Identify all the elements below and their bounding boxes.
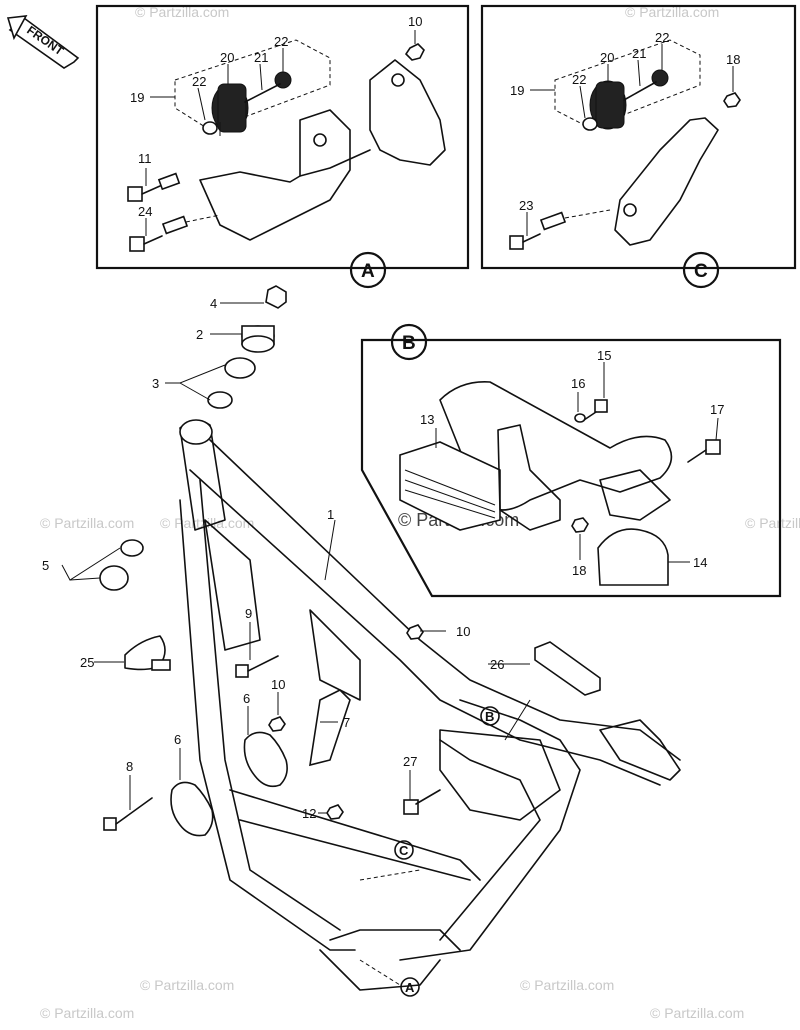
part-label-6-left: 6 (174, 732, 181, 747)
part-label-17: 17 (710, 402, 724, 417)
part-label-27: 27 (403, 754, 417, 769)
watermark-left: © Partzilla.com (40, 515, 134, 531)
part-label-23: 23 (519, 198, 533, 213)
part-label-5: 5 (42, 558, 49, 573)
watermark-bottom-left: © Partzilla.com (40, 1005, 134, 1021)
part-label-16: 16 (571, 376, 585, 391)
watermark-bottom: © Partzilla.com (140, 977, 234, 993)
part-label-18-b: 18 (572, 563, 586, 578)
part-label-21-c: 21 (632, 46, 646, 61)
part-label-2: 2 (196, 327, 203, 342)
frame: B C A (99, 285, 681, 997)
part-label-22-a: 22 (192, 74, 206, 89)
part-label-6-right: 6 (243, 691, 250, 706)
watermark-bottom-2: © Partzilla.com (520, 977, 614, 993)
part-label-21-a: 21 (254, 50, 268, 65)
part-label-14: 14 (693, 555, 707, 570)
frame-callout-b: B (485, 709, 494, 724)
part-label-8: 8 (126, 759, 133, 774)
part-label-26: 26 (490, 657, 504, 672)
part-label-20-c: 20 (600, 50, 614, 65)
leader-lines (61, 44, 734, 814)
callout-a: A (361, 261, 375, 282)
part-label-22-a-top: 22 (274, 34, 288, 49)
part-label-18-c: 18 (726, 52, 740, 67)
watermarks: © Partzilla.com © Partzilla.com © Partzi… (40, 4, 800, 1021)
frame-callout-c: C (399, 843, 409, 858)
part-label-10-lower: 10 (271, 677, 285, 692)
part-label-15: 15 (597, 348, 611, 363)
panel-c: C (480, 4, 797, 289)
callout-b-label: B (402, 333, 416, 354)
part-label-19-c: 19 (510, 83, 524, 98)
part-label-19-a: 19 (130, 90, 144, 105)
part-label-24: 24 (138, 204, 152, 219)
watermark-top-right: © Partzilla.com (625, 4, 719, 20)
panel-b: B (360, 323, 782, 598)
part-label-10-frame: 10 (456, 624, 470, 639)
part-label-25: 25 (80, 655, 94, 670)
part-label-3: 3 (152, 376, 159, 391)
frame-callout-a: A (405, 980, 415, 995)
part-label-11: 11 (138, 151, 152, 166)
part-label-1: 1 (327, 507, 334, 522)
part-labels: 4 2 3 5 1 25 9 10 26 10 6 7 6 8 27 12 10… (42, 14, 740, 821)
part-label-13: 13 (420, 412, 434, 427)
part-label-7: 7 (343, 715, 350, 730)
part-label-12: 12 (302, 806, 316, 821)
part-label-20-a: 20 (220, 50, 234, 65)
part-label-22-c: 22 (572, 72, 586, 87)
part-label-10-a: 10 (408, 14, 422, 29)
front-arrow: FRONT (6, 15, 80, 69)
part-label-4: 4 (210, 296, 217, 311)
watermark-right: © Partzilla.com (745, 515, 800, 531)
panel-a: A (95, 4, 470, 289)
part-label-22-c-top: 22 (655, 30, 669, 45)
part-label-9: 9 (245, 606, 252, 621)
watermark-bottom-right: © Partzilla.com (650, 1005, 744, 1021)
callout-c: C (694, 261, 708, 282)
watermark-top: © Partzilla.com (135, 4, 229, 20)
